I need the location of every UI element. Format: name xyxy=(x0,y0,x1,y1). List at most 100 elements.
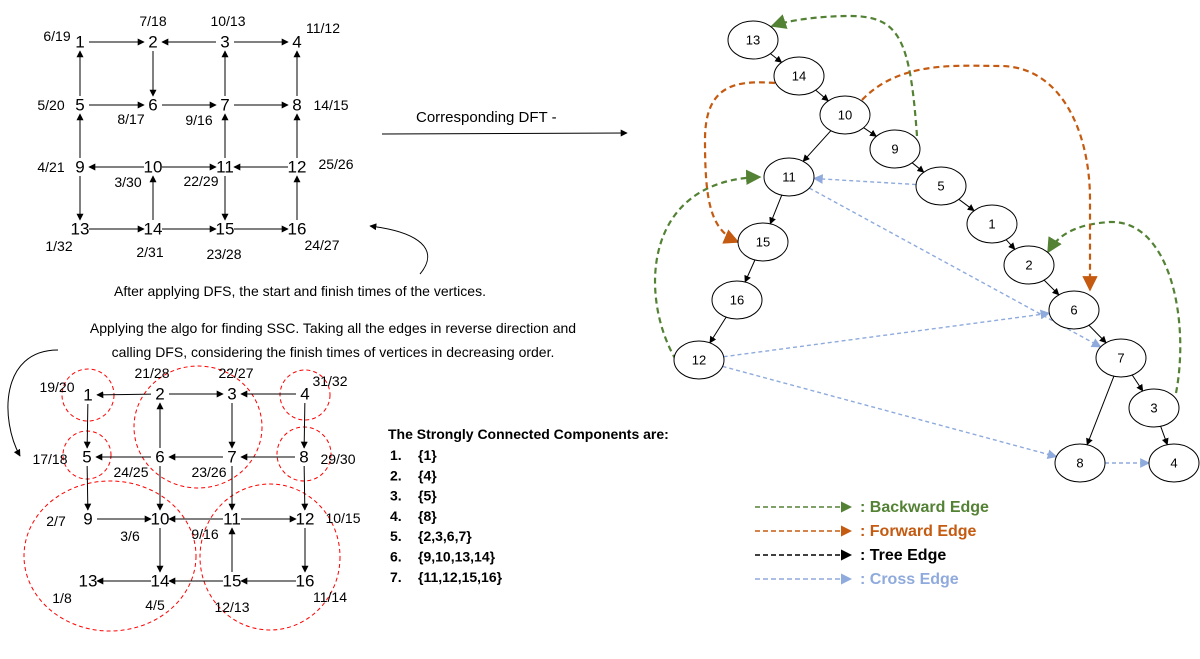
graph2-edges xyxy=(83,390,309,585)
g2-node-2: 2 xyxy=(155,385,164,404)
backward-edge-9-13 xyxy=(770,14,919,137)
tree-edge-7-8 xyxy=(1086,376,1115,446)
g1-node-15: 15 xyxy=(216,220,235,239)
tree-edge-7-3 xyxy=(1131,374,1144,392)
tree-edge-9-5 xyxy=(911,162,925,173)
g2-time-13: 1/8 xyxy=(52,590,72,606)
tree-node-9: 9 xyxy=(869,129,921,169)
tree-edge-3-4 xyxy=(1160,426,1169,446)
tree-node-4: 4 xyxy=(1148,443,1200,483)
tree-node-label: 13 xyxy=(746,33,760,48)
scc-item-set: {8} xyxy=(418,508,437,524)
caption-scc-line1: Applying the algo for finding SSC. Takin… xyxy=(90,320,576,336)
legend-label-cross: : Cross Edge xyxy=(860,571,959,588)
g2-time-7: 23/26 xyxy=(191,464,226,480)
scc-item-set: {5} xyxy=(418,488,437,504)
scc-circle-4 xyxy=(279,369,331,421)
scc-item-set: {1} xyxy=(418,447,437,463)
cross-edge-12-6 xyxy=(723,309,1051,358)
g1-time-13: 1/32 xyxy=(45,238,72,254)
tree-node-3: 3 xyxy=(1128,388,1180,428)
tree-node-7: 7 xyxy=(1095,338,1147,378)
g1-node-3: 3 xyxy=(220,33,229,52)
scc-item-num: 5. xyxy=(390,528,402,544)
g1-time-16: 24/27 xyxy=(304,237,339,253)
tree-node-14: 14 xyxy=(773,56,825,96)
tree-node-label: 16 xyxy=(730,293,744,308)
tree-node-label: 2 xyxy=(1025,258,1032,273)
scc-item-num: 7. xyxy=(390,569,402,585)
g2-node-11: 11 xyxy=(223,510,241,529)
legend-label-backward: : Backward Edge xyxy=(860,499,989,516)
g2-edge-1-5 xyxy=(83,403,91,449)
tree-edge-15-16 xyxy=(744,259,756,283)
g1-time-4: 11/12 xyxy=(306,20,340,36)
scc-item-num: 1. xyxy=(390,447,402,463)
g2-node-1: 1 xyxy=(83,386,92,405)
scc-item-num: 6. xyxy=(390,549,402,565)
tree-node-label: 6 xyxy=(1070,303,1077,318)
tree-node-label: 4 xyxy=(1170,456,1177,471)
g1-time-9: 4/21 xyxy=(37,159,64,175)
tree-edge-13-14 xyxy=(770,53,783,63)
scc-item-num: 3. xyxy=(390,488,402,504)
g2-node-6: 6 xyxy=(155,448,164,467)
cross-edge-12-8 xyxy=(722,365,1058,460)
edge-legend: : Backward Edge: Forward Edge: Tree Edge… xyxy=(755,499,989,588)
forward-edge-14-15 xyxy=(703,81,776,244)
g1-time-14: 2/31 xyxy=(136,244,163,260)
g2-time-3: 22/27 xyxy=(218,365,253,381)
pointer-arrow-to-graph1 xyxy=(369,223,429,275)
g2-node-14: 14 xyxy=(151,572,170,591)
tree-node-2: 2 xyxy=(1003,245,1055,285)
tree-node-label: 8 xyxy=(1076,456,1083,471)
scc-item-set: {4} xyxy=(418,467,437,483)
tree-node-label: 5 xyxy=(937,179,944,194)
tree-edge-2-6 xyxy=(1043,279,1060,296)
cross-edge-5-11 xyxy=(812,174,917,186)
g1-node-1: 1 xyxy=(75,33,84,52)
g1-time-8: 14/15 xyxy=(313,97,348,113)
g2-edge-2-1 xyxy=(96,391,152,399)
legend-label-forward: : Forward Edge xyxy=(860,523,977,540)
tree-node-label: 12 xyxy=(692,353,706,368)
tree-edge-10-11 xyxy=(802,130,832,162)
g2-node-8: 8 xyxy=(299,448,308,467)
g1-node-12: 12 xyxy=(288,158,307,177)
g2-node-16: 16 xyxy=(296,572,315,591)
g1-node-8: 8 xyxy=(292,96,301,115)
scc-circle-9-10-13-14 xyxy=(23,480,197,632)
tree-node-11: 11 xyxy=(763,157,815,197)
tree-node-16: 16 xyxy=(711,280,763,320)
g1-time-3: 10/13 xyxy=(210,13,245,29)
tree-edge-10-9 xyxy=(863,127,877,137)
g2-time-1: 19/20 xyxy=(39,379,74,395)
tree-node-label: 15 xyxy=(756,235,770,250)
g2-edge-8-12 xyxy=(301,465,309,511)
g2-time-2: 21/28 xyxy=(134,365,169,381)
tree-node-label: 9 xyxy=(891,142,898,157)
g1-node-14: 14 xyxy=(144,220,163,239)
scc-item-num: 4. xyxy=(390,508,402,524)
graph1-edges xyxy=(76,38,301,233)
scc-item-set: {11,12,15,16} xyxy=(418,569,503,585)
tree-node-label: 1 xyxy=(988,217,995,232)
backward-edge-12-11 xyxy=(654,169,762,361)
g1-time-12: 25/26 xyxy=(318,156,353,172)
g1-time-7: 9/16 xyxy=(185,112,212,128)
g2-node-12: 12 xyxy=(296,510,315,529)
scc-list: The Strongly Connected Components are: 1… xyxy=(388,426,669,585)
g1-time-10: 3/30 xyxy=(114,174,141,190)
g2-edge-5-9 xyxy=(84,465,92,511)
tree-node-13: 13 xyxy=(727,20,779,60)
tree-edge-16-12 xyxy=(709,316,727,344)
tree-edge-11-15 xyxy=(769,194,783,225)
tree-node-15: 15 xyxy=(737,222,789,262)
g2-time-5: 17/18 xyxy=(32,451,67,467)
scc-circle-2367 xyxy=(133,365,263,489)
